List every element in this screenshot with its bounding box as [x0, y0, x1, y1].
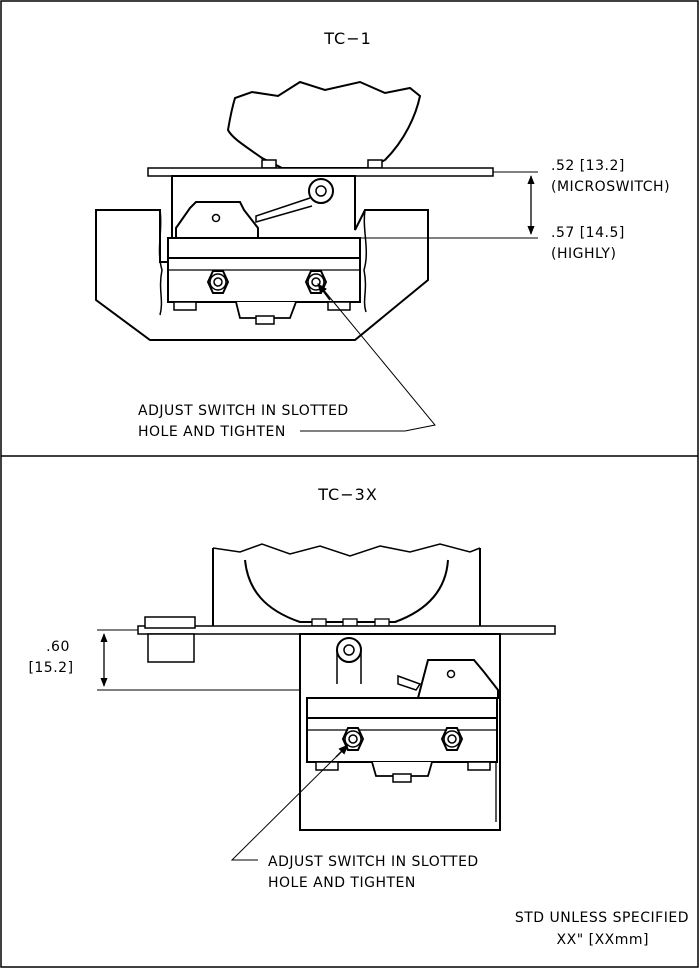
bracket-cut-left — [158, 209, 163, 316]
note-leader-top — [321, 287, 436, 432]
side-block — [147, 633, 195, 663]
switch-body-top-lower — [306, 697, 498, 719]
mounting-plate-lower — [137, 625, 556, 635]
terminal-lower-right — [467, 761, 491, 771]
note-top-line2: HOLE AND TIGHTEN — [138, 424, 286, 440]
switch-body — [167, 257, 361, 303]
note-bottom-line1: ADJUST SWITCH IN SLOTTED — [268, 854, 479, 870]
note-leader-arrow-top — [317, 283, 331, 301]
terminal-lower-center-tab — [392, 773, 412, 783]
dim-highly-label: (HIGHLY) — [551, 246, 616, 262]
bowl-foot-2 — [342, 618, 358, 627]
note-top-line1: ADJUST SWITCH IN SLOTTED — [138, 403, 349, 419]
footer-line1: STD UNLESS SPECIFIED — [515, 910, 689, 926]
switch-body-lower — [306, 717, 498, 763]
bracket-lower — [299, 633, 501, 831]
terminal-center-tab — [255, 315, 275, 325]
bowl-shape — [226, 80, 422, 169]
panel-tc1: TC−1 — [95, 29, 670, 440]
roller-lever-lower — [397, 674, 422, 691]
nut-hole-left — [213, 277, 223, 287]
panel-tc3x: TC−3X — [28, 485, 556, 891]
switch-body-top — [167, 237, 361, 259]
note-bottom-line2: HOLE AND TIGHTEN — [268, 875, 416, 891]
actuator-pin-lower — [446, 669, 456, 679]
roller-lever-arm — [255, 197, 313, 223]
bowl-break-line — [212, 543, 481, 557]
panel-tc3x-title: TC−3X — [317, 485, 378, 504]
dim-lower-metric: [15.2] — [28, 660, 73, 676]
terminal-left — [173, 301, 197, 311]
dim-microswitch-value: .52 [13.2] — [551, 158, 625, 174]
bowl-foot-right — [367, 159, 383, 169]
switch-actuator-lower — [416, 659, 499, 699]
bowl-dome-bottom — [244, 559, 449, 623]
dim-lower-value: .60 — [46, 639, 70, 655]
dim-highly-value: .57 [14.5] — [551, 225, 625, 241]
nut-hole-lower-left — [348, 734, 358, 744]
bowl-foot-3 — [374, 618, 390, 627]
panel-tc1-title: TC−1 — [323, 29, 372, 48]
roller-axle-lower — [343, 644, 355, 656]
dim-microswitch-label: (MICROSWITCH) — [551, 179, 670, 195]
terminal-right — [327, 301, 351, 311]
nut-hole-lower-right — [447, 734, 457, 744]
mounting-plate — [147, 167, 494, 177]
footer-line2: XX" [XXmm] — [557, 932, 649, 948]
note-leader-bottom — [230, 747, 346, 861]
bowl-foot-1 — [311, 618, 327, 627]
bracket-cut-right — [363, 209, 368, 313]
roller-axle — [315, 185, 327, 197]
bracket-housing — [95, 175, 429, 341]
side-block-top — [144, 616, 196, 629]
bowl-foot-left — [261, 159, 277, 169]
actuator-pin — [211, 213, 221, 223]
note-leader-arrow-bottom — [335, 744, 349, 758]
bowl-walls — [212, 548, 481, 630]
